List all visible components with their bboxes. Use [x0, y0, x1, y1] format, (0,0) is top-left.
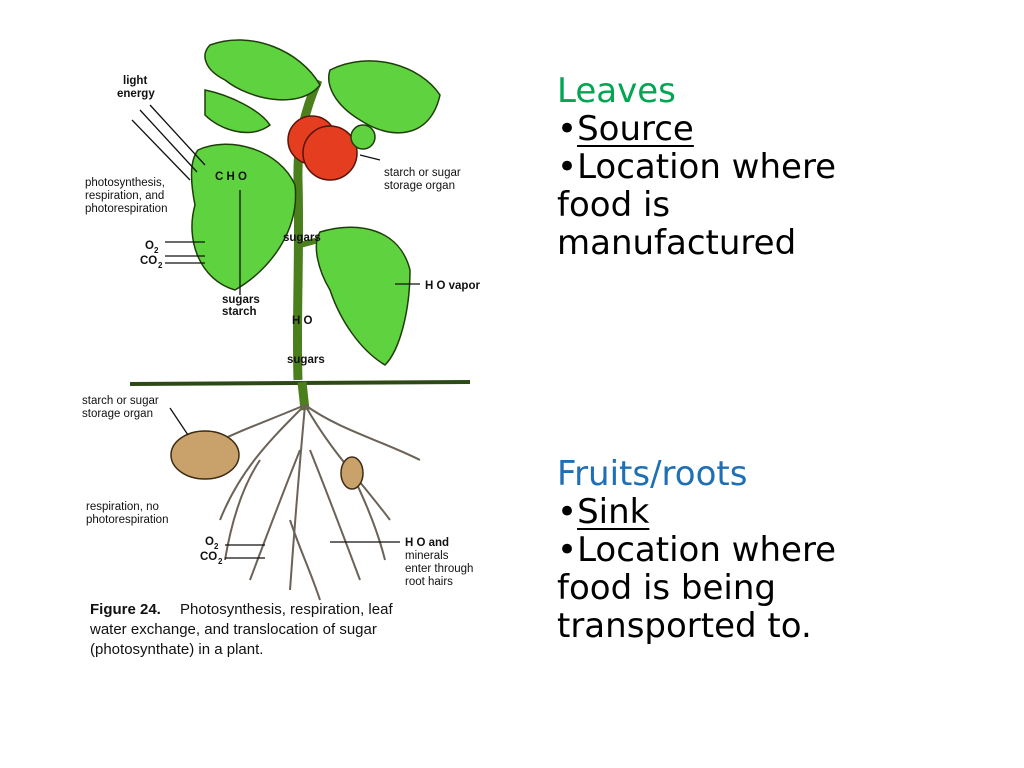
tuber-large — [170, 430, 240, 480]
tomato-fruit — [302, 125, 358, 181]
leaves-bullet-source: •Source — [557, 110, 1017, 148]
leaf — [315, 226, 411, 366]
label-light: light — [123, 75, 147, 87]
leaves-bullet-location: •Location where — [557, 148, 1017, 186]
leaf — [204, 89, 272, 134]
fruits-bullet-location: •Location where — [557, 531, 1017, 569]
tomato-small — [350, 124, 376, 150]
label-o2-sub: 2 — [154, 246, 159, 255]
figure-caption-line1: Photosynthesis, respiration, leaf — [180, 601, 393, 618]
label-root-co2-sub: 2 — [218, 557, 223, 566]
label-photo2: respiration, and — [85, 190, 164, 202]
label-h2o-minerals-4: root hairs — [405, 576, 453, 588]
label-sugars-starch-2: starch — [222, 306, 257, 318]
label-resp2: photorespiration — [86, 514, 168, 526]
label-resp1: respiration, no — [86, 501, 159, 513]
bullet-char: • — [557, 147, 578, 187]
label-co2: CO — [140, 255, 157, 267]
fruits-desc-line1: Location where — [577, 530, 837, 570]
leaves-section: Leaves •Source •Location where food is m… — [557, 72, 1017, 262]
sink-term: Sink — [577, 492, 650, 532]
plant-translocation-figure: light energy photosynthesis, respiration… — [82, 39, 480, 658]
figure-caption-line2: water exchange, and translocation of sug… — [89, 621, 377, 638]
source-term: Source — [577, 109, 694, 149]
bullet-char: • — [557, 109, 578, 149]
figure-caption-bold: Figure 24. — [90, 601, 161, 618]
label-photo1: photosynthesis, — [85, 177, 165, 189]
leaf — [204, 39, 321, 101]
leaves-desc-line1: Location where — [577, 147, 837, 187]
label-h2o-minerals-1: H O and — [405, 537, 449, 549]
label-h2o-vapor: H O vapor — [425, 280, 480, 292]
fruits-desc-line3: transported to. — [557, 606, 812, 646]
figure-caption-line3: (photosynthate) in a plant. — [90, 641, 263, 658]
stem — [292, 78, 323, 381]
bullet-char: • — [557, 530, 578, 570]
arrows — [131, 104, 420, 559]
label-root-o2: O — [205, 536, 214, 548]
label-root-o2-sub: 2 — [214, 542, 219, 551]
leaves-title: Leaves — [557, 71, 676, 111]
leaves-desc-line2: food is — [557, 185, 671, 225]
fruits-desc-line2: food is being — [557, 568, 777, 608]
label-co2-sub: 2 — [158, 261, 163, 270]
leaves-desc-line3: manufactured — [557, 223, 797, 263]
leaf — [328, 60, 441, 134]
root-system — [199, 404, 421, 601]
fruits-bullet-sink: •Sink — [557, 493, 1017, 531]
label-root-co2: CO — [200, 551, 217, 563]
label-storage-top-1: starch or sugar — [384, 167, 461, 179]
label-h2o-stem: H O — [292, 315, 313, 327]
label-sugars-stem-bottom: sugars — [287, 354, 325, 366]
label-o2: O — [145, 240, 154, 252]
label-sugars-starch-1: sugars — [222, 294, 260, 306]
bullet-char: • — [557, 492, 578, 532]
leaf — [190, 143, 297, 291]
label-storage-bottom-1: starch or sugar — [82, 395, 159, 407]
label-photo3: photorespiration — [85, 203, 167, 215]
label-formula: C H O — [215, 171, 247, 183]
fruits-title: Fruits/roots — [557, 454, 748, 494]
label-h2o-minerals-3: enter through — [405, 563, 473, 575]
label-h2o-minerals-2: minerals — [405, 550, 449, 562]
label-energy: energy — [117, 88, 155, 100]
fruits-section: Fruits/roots •Sink •Location where food … — [557, 455, 1017, 645]
tuber-small — [340, 456, 364, 490]
label-storage-bottom-2: storage organ — [82, 408, 153, 420]
label-storage-top-2: storage organ — [384, 180, 455, 192]
label-sugars-stem-top: sugars — [283, 232, 321, 244]
